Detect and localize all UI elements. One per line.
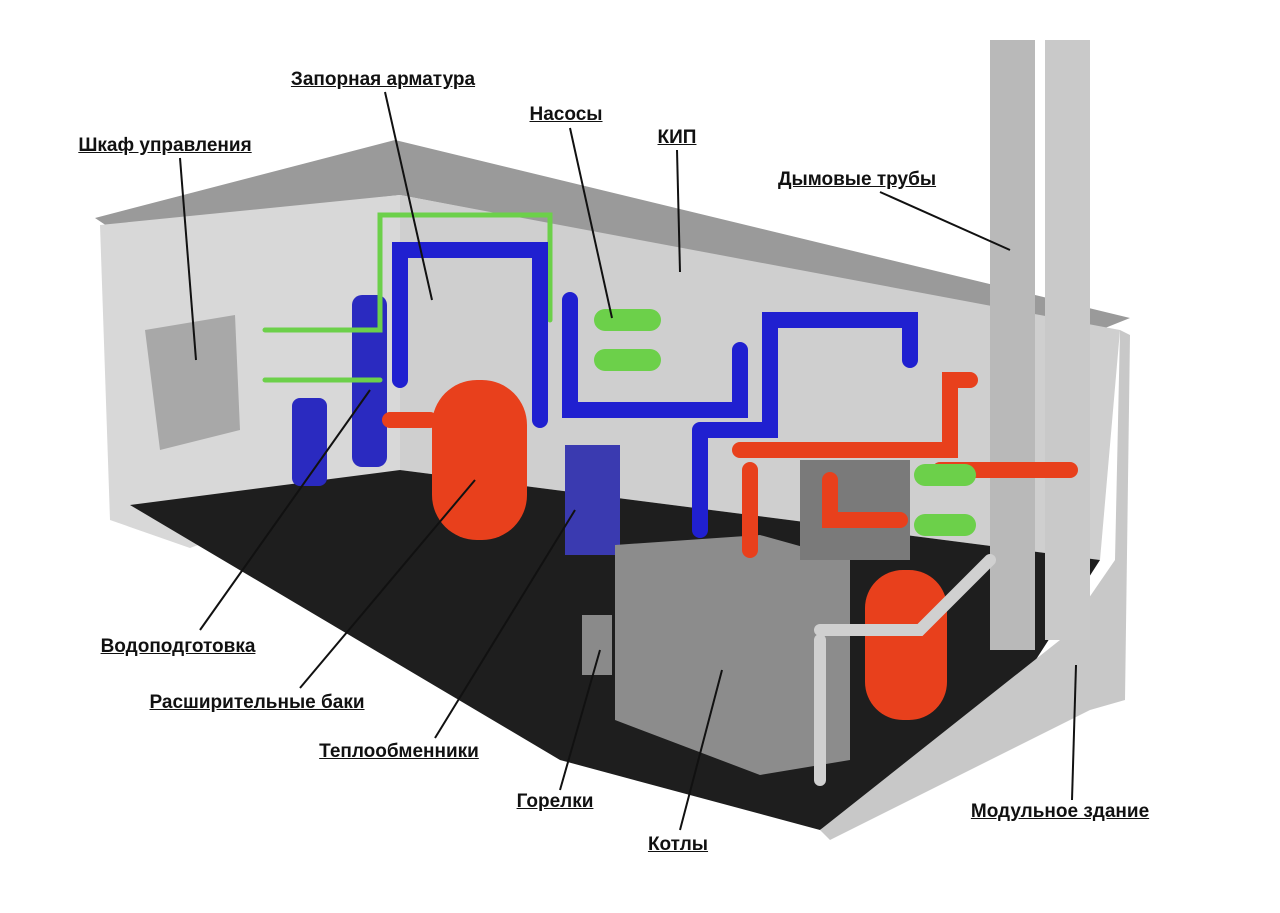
label-modular-building: Модульное здание xyxy=(970,801,1150,822)
label-pumps: Насосы xyxy=(529,104,603,125)
chimney-2 xyxy=(1045,40,1090,640)
chimney-1 xyxy=(990,40,1035,650)
pipes xyxy=(262,212,1078,786)
label-shut-off-valves: Запорная арматура xyxy=(290,69,476,90)
cold-pipe xyxy=(392,242,918,538)
label-expansion-tanks: Расширительные баки xyxy=(149,692,365,713)
burner xyxy=(582,615,612,675)
flue-pipe xyxy=(814,554,996,786)
green-pipe xyxy=(262,212,553,383)
hot-pipe xyxy=(382,372,1078,558)
leader-lines xyxy=(179,91,1077,831)
label-chimneys: Дымовые трубы xyxy=(777,169,937,190)
label-heat-exchangers: Теплообменники xyxy=(319,741,479,762)
label-instrumentation: КИП xyxy=(657,127,697,148)
expansion-tank-2 xyxy=(865,570,947,720)
front-wall-right xyxy=(820,330,1130,840)
boiler-2 xyxy=(800,460,910,560)
boiler-1 xyxy=(615,535,850,775)
label-water-treatment: Водоподготовка xyxy=(100,636,256,657)
expansion-tank-1 xyxy=(432,380,527,540)
pump-green xyxy=(594,309,976,536)
control-cabinet xyxy=(145,315,240,450)
water-filter-1 xyxy=(292,398,327,486)
label-burners: Горелки xyxy=(516,791,594,812)
label-boilers: Котлы xyxy=(647,834,709,855)
label-control-cabinet: Шкаф управления xyxy=(78,135,252,156)
heat-exchanger xyxy=(565,445,620,555)
